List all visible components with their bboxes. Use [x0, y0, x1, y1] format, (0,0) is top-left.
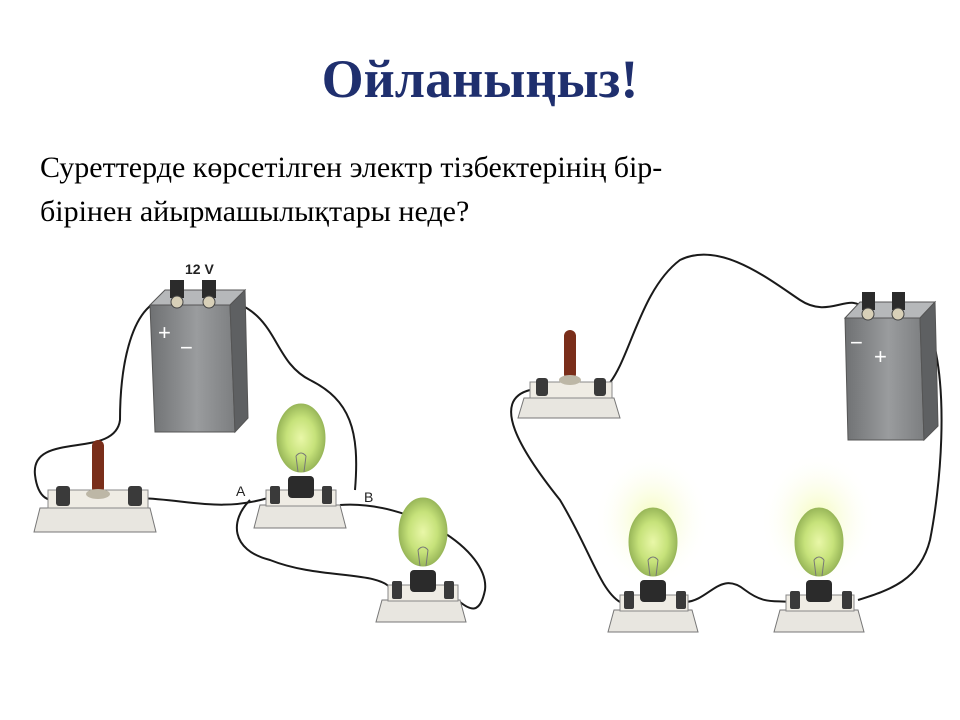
battery-plus-sign: +: [874, 344, 887, 369]
question-line-2: бірінен айырмашылықтары неде?: [40, 195, 470, 228]
switch-icon: [517, 330, 621, 419]
slide-title: Ойланыңыз!: [321, 49, 639, 109]
circuit-right-illustration: − +: [510, 253, 943, 633]
wire: [219, 297, 358, 491]
point-a-label: A: [236, 483, 246, 499]
battery-minus-sign: −: [180, 335, 193, 360]
wire: [685, 582, 791, 603]
wire: [510, 389, 621, 603]
wire: [339, 503, 487, 610]
lightbulb-icon: [253, 403, 347, 529]
wire: [139, 497, 269, 506]
switch-icon: [33, 440, 157, 533]
lightbulb-icon: [594, 452, 710, 633]
point-b-label: B: [364, 489, 373, 505]
circuit-left-illustration: 12 V + − A B: [33, 261, 487, 623]
battery-icon: 12 V + −: [148, 261, 249, 434]
battery-minus-sign: −: [850, 330, 863, 355]
battery-plus-sign: +: [158, 320, 171, 345]
wire: [235, 499, 393, 591]
lightbulb-icon: [375, 497, 467, 623]
question-line-1: Суреттерде көрсетілген электр тізбектері…: [40, 151, 663, 184]
wire: [857, 329, 943, 601]
battery-voltage-label: 12 V: [185, 261, 214, 277]
lightbulb-icon: [760, 452, 876, 633]
battery-icon: − +: [843, 292, 939, 442]
question-text: Суреттерде көрсетілген электр тізбектері…: [40, 146, 860, 234]
wire: [607, 253, 866, 386]
